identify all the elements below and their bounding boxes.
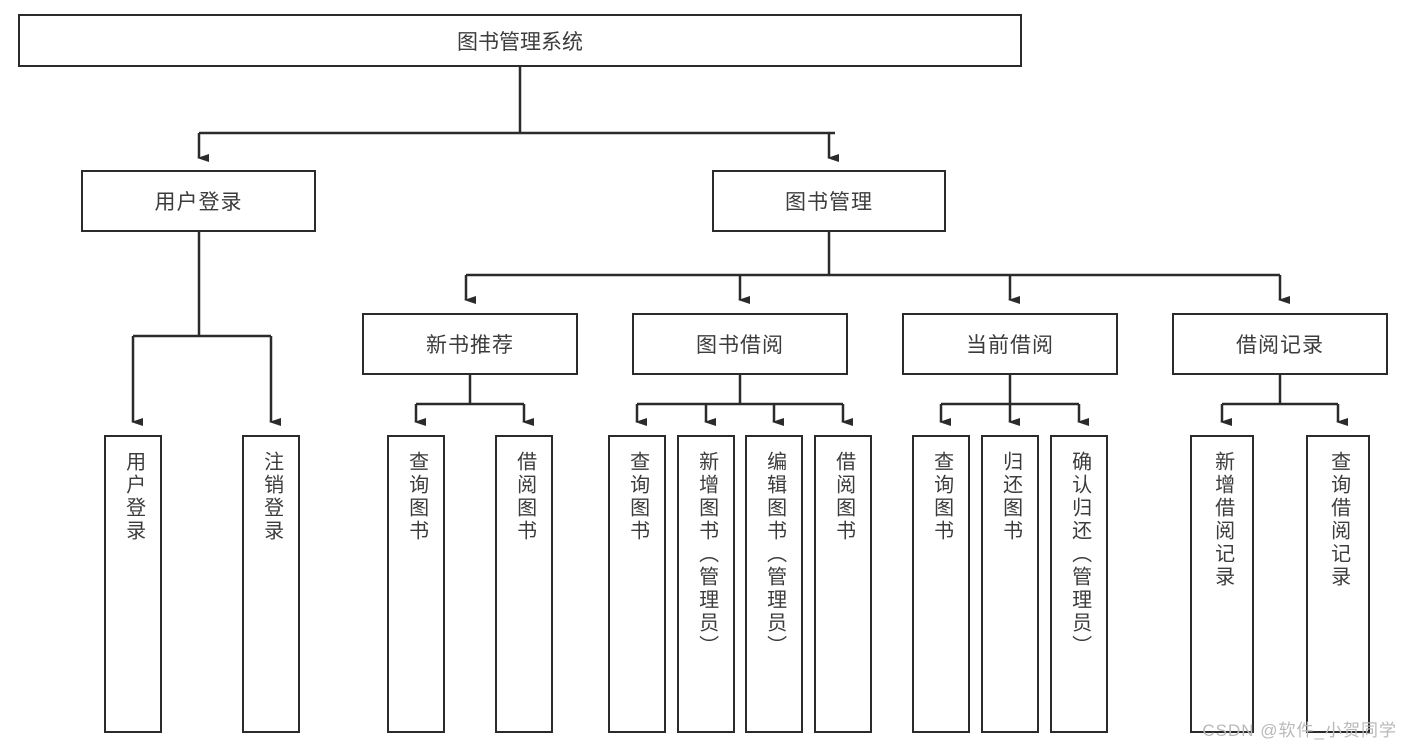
leaf-record-add-record-label: 新增借阅记录 [1211, 451, 1234, 589]
leaf-newbook-borrow-book[interactable]: 借阅图书 [495, 435, 553, 733]
node-user-login[interactable]: 用户登录 [81, 170, 316, 232]
leaf-user-login[interactable]: 用户登录 [104, 435, 162, 733]
leaf-user-logout-label: 注销登录 [260, 451, 283, 543]
node-root[interactable]: 图书管理系统 [18, 14, 1022, 67]
leaf-borrow-borrow-book[interactable]: 借阅图书 [814, 435, 872, 733]
leaf-current-return-book[interactable]: 归还图书 [981, 435, 1039, 733]
leaf-current-confirm-return-admin[interactable]: 确认归还（管理员） [1050, 435, 1108, 733]
node-book-borrow-label: 图书借阅 [696, 334, 784, 357]
node-borrow-record-label: 借阅记录 [1236, 334, 1324, 357]
leaf-borrow-query-book-label: 查询图书 [626, 451, 649, 543]
leaf-user-logout[interactable]: 注销登录 [242, 435, 300, 733]
node-book-management-label: 图书管理 [785, 191, 873, 214]
node-book-borrow[interactable]: 图书借阅 [632, 313, 848, 375]
node-borrow-record[interactable]: 借阅记录 [1172, 313, 1388, 375]
leaf-current-confirm-return-admin-label: 确认归还（管理员） [1068, 451, 1091, 658]
leaf-borrow-edit-book-admin-label: 编辑图书（管理员） [763, 451, 786, 658]
node-current-borrow-label: 当前借阅 [966, 334, 1054, 357]
leaf-borrow-borrow-book-label: 借阅图书 [832, 451, 855, 543]
node-user-login-label: 用户登录 [154, 191, 243, 214]
leaf-newbook-borrow-book-label: 借阅图书 [513, 451, 536, 543]
leaf-record-query-record[interactable]: 查询借阅记录 [1306, 435, 1370, 733]
leaf-borrow-edit-book-admin[interactable]: 编辑图书（管理员） [745, 435, 803, 733]
leaf-current-query-book-label: 查询图书 [930, 451, 953, 543]
node-current-borrow[interactable]: 当前借阅 [902, 313, 1118, 375]
leaf-borrow-add-book-admin-label: 新增图书（管理员） [695, 451, 718, 658]
node-book-management[interactable]: 图书管理 [712, 170, 946, 232]
leaf-record-query-record-label: 查询借阅记录 [1327, 451, 1350, 589]
leaf-newbook-query-book-label: 查询图书 [405, 451, 428, 543]
leaf-current-query-book[interactable]: 查询图书 [912, 435, 970, 733]
node-new-book-recommend[interactable]: 新书推荐 [362, 313, 578, 375]
leaf-user-login-label: 用户登录 [122, 451, 145, 543]
leaf-borrow-add-book-admin[interactable]: 新增图书（管理员） [677, 435, 735, 733]
leaf-current-return-book-label: 归还图书 [999, 451, 1022, 543]
leaf-record-add-record[interactable]: 新增借阅记录 [1190, 435, 1254, 733]
leaf-borrow-query-book[interactable]: 查询图书 [608, 435, 666, 733]
leaf-newbook-query-book[interactable]: 查询图书 [387, 435, 445, 733]
node-root-label: 图书管理系统 [457, 30, 583, 54]
node-new-book-recommend-label: 新书推荐 [426, 334, 514, 357]
watermark-text: CSDN @软件_小贺同学 [1202, 721, 1397, 740]
